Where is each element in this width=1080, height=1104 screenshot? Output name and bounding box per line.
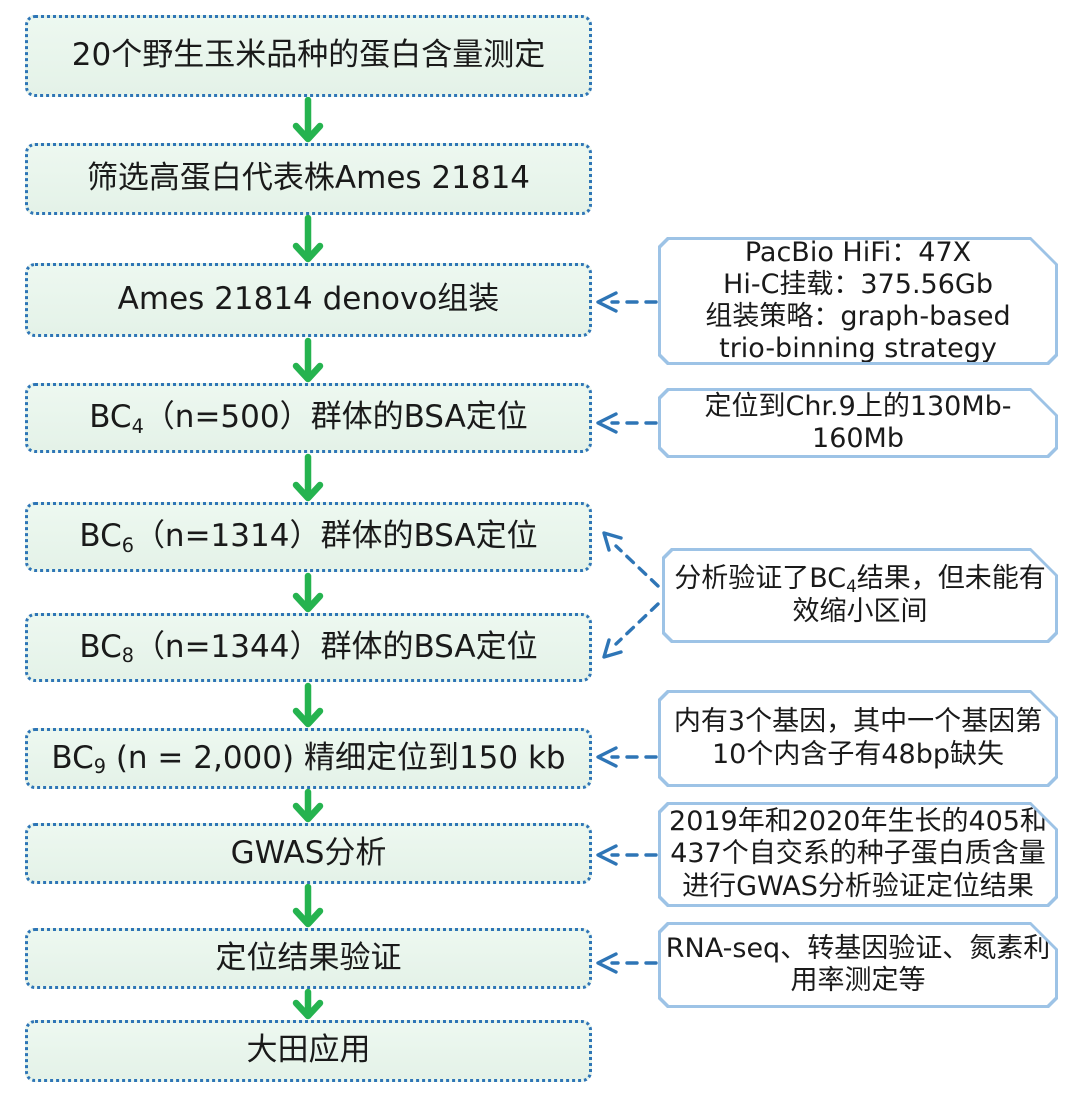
connector-arrow	[596, 291, 658, 313]
callout-text: PacBio HiFi：47X Hi-C挂载：375.56Gb 组装策略：gra…	[705, 236, 1011, 365]
flow-arrow	[292, 96, 324, 143]
flow-arrow	[292, 883, 324, 928]
flow-step-validation: 定位结果验证	[25, 928, 592, 989]
flow-step-field-application: 大田应用	[25, 1020, 592, 1082]
flow-arrow	[292, 788, 324, 823]
callout-text: 2019年和2020年生长的405和 437个自交系的种子蛋白质含量 进行GWA…	[669, 806, 1047, 902]
flow-step-label: BC8（n=1344）群体的BSA定位	[79, 628, 538, 668]
flow-step-label: GWAS分析	[230, 834, 387, 871]
callout-text: 定位到Chr.9上的130Mb- 160Mb	[704, 390, 1012, 454]
flow-arrow	[292, 337, 324, 383]
callout-genes-deletion: 内有3个基因，其中一个基因第 10个内含子有48bp缺失	[658, 690, 1058, 787]
flow-step-label: Ames 21814 denovo组装	[117, 281, 500, 318]
callout-text: 内有3个基因，其中一个基因第 10个内含子有48bp缺失	[673, 706, 1043, 770]
flow-step-denovo-assembly: Ames 21814 denovo组装	[25, 263, 592, 337]
connector-arrow	[596, 844, 658, 866]
connector-arrow	[602, 602, 660, 659]
callout-validation-methods: RNA-seq、转基因验证、氮素利 用率测定等	[658, 922, 1058, 1008]
flow-step-label: BC4（n=500）群体的BSA定位	[89, 399, 528, 438]
connector-arrow	[596, 746, 658, 768]
flow-step-label: 定位结果验证	[215, 939, 402, 976]
callout-bc4-confirmation: 分析验证了BC4结果，但未能有 效缩小区间	[662, 548, 1058, 643]
callout-assembly-stats: PacBio HiFi：47X Hi-C挂载：375.56Gb 组装策略：gra…	[658, 237, 1058, 365]
flow-arrow	[292, 988, 324, 1020]
connector-arrow	[596, 412, 658, 434]
callout-text: RNA-seq、转基因验证、氮素利 用率测定等	[665, 932, 1051, 996]
flow-step-protein-measure: 20个野生玉米品种的蛋白含量测定	[25, 15, 592, 97]
flow-arrow	[292, 453, 324, 502]
flow-step-bc6-bsa: BC6（n=1314）群体的BSA定位	[25, 502, 592, 572]
flow-step-bc9-fine-mapping: BC9 (n = 2,000) 精细定位到150 kb	[25, 728, 592, 789]
connector-arrow	[596, 952, 658, 974]
flow-step-label: 20个野生玉米品种的蛋白含量测定	[71, 37, 546, 74]
flow-step-bc4-bsa: BC4（n=500）群体的BSA定位	[25, 383, 592, 453]
callout-gwas-details: 2019年和2020年生长的405和 437个自交系的种子蛋白质含量 进行GWA…	[658, 802, 1058, 907]
flow-arrow	[292, 214, 324, 263]
flow-step-label: 大田应用	[246, 1032, 371, 1069]
flow-step-select-ames: 筛选高蛋白代表株Ames 21814	[25, 143, 592, 215]
flow-arrow	[292, 572, 324, 613]
flow-step-label: 筛选高蛋白代表株Ames 21814	[86, 160, 531, 197]
flow-arrow	[292, 682, 324, 728]
connector-arrow	[602, 531, 660, 588]
flow-step-label: BC6（n=1314）群体的BSA定位	[79, 518, 538, 557]
flow-step-gwas: GWAS分析	[25, 823, 592, 884]
flow-step-bc8-bsa: BC8（n=1344）群体的BSA定位	[25, 613, 592, 682]
flow-step-label: BC9 (n = 2,000) 精细定位到150 kb	[51, 739, 566, 779]
callout-chr9-region: 定位到Chr.9上的130Mb- 160Mb	[658, 388, 1058, 458]
callout-text: 分析验证了BC4结果，但未能有 效缩小区间	[674, 563, 1046, 627]
